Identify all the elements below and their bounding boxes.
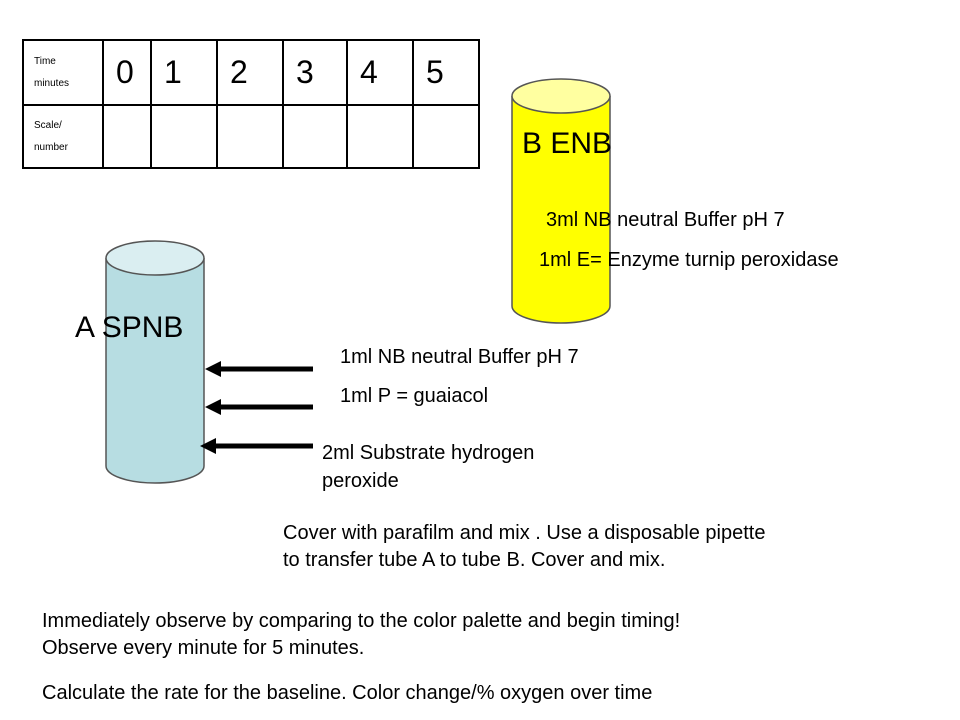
scale-cell-0	[102, 104, 152, 169]
arrow-buffer	[205, 361, 313, 377]
observation-table: Time minutes 0 1 2 3 4 5 Scale/ number	[22, 39, 480, 169]
tube-b-buffer-text: 3ml NB neutral Buffer pH 7	[546, 209, 785, 231]
mix-line-1: Cover with parafilm and mix . Use a disp…	[283, 522, 766, 544]
tube-a-label: A SPNB	[75, 311, 184, 344]
time-cell-1: 1	[150, 39, 218, 106]
tube-a-top	[105, 240, 205, 276]
observe-line-1: Immediately observe by comparing to the …	[42, 610, 681, 632]
tube-a	[105, 240, 205, 484]
tube-a-substrate-text: 2ml Substrate hydrogen	[322, 442, 535, 464]
time-label: Time	[34, 55, 56, 67]
tube-a-substrate-text-cont: peroxide	[322, 470, 399, 492]
tube-b	[511, 78, 611, 324]
mix-line-2: to transfer tube A to tube B. Cover and …	[283, 549, 666, 571]
tube-a-body	[105, 258, 205, 484]
scale-cell-2	[216, 104, 284, 169]
scale-cell-5	[412, 104, 480, 169]
tube-b-top	[511, 78, 611, 114]
scale-row: Scale/ number	[22, 104, 480, 169]
scale-cell-3	[282, 104, 348, 169]
scale-row-header: Scale/ number	[22, 104, 104, 169]
time-row-header: Time minutes	[22, 39, 104, 106]
arrow-guaiacol	[205, 399, 313, 415]
time-cell-0: 0	[102, 39, 152, 106]
mix-instructions: Cover with parafilm and mix . Use a disp…	[283, 520, 765, 574]
time-row: Time minutes 0 1 2 3 4 5	[22, 39, 480, 106]
addition-arrows	[200, 361, 313, 454]
scale-label: Scale/	[34, 119, 62, 131]
time-cell-5: 5	[412, 39, 480, 106]
arrow-substrate	[200, 438, 313, 454]
tube-a-buffer-text: 1ml NB neutral Buffer pH 7	[340, 346, 579, 368]
tube-b-label: B ENB	[522, 127, 613, 160]
calculate-instruction: Calculate the rate for the baseline. Col…	[42, 682, 653, 704]
number-label: number	[34, 141, 68, 153]
observe-line-2: Observe every minute for 5 minutes.	[42, 637, 365, 659]
tube-a-guaiacol-text: 1ml P = guaiacol	[340, 385, 489, 407]
minutes-label: minutes	[34, 77, 70, 89]
scale-cell-1	[150, 104, 218, 169]
time-cell-2: 2	[216, 39, 284, 106]
tube-b-body	[511, 96, 611, 324]
time-cell-3: 3	[282, 39, 348, 106]
time-cell-4: 4	[346, 39, 414, 106]
observe-instructions: Immediately observe by comparing to the …	[42, 608, 680, 662]
scale-cell-4	[346, 104, 414, 169]
tube-b-enzyme-text: 1ml E= Enzyme turnip peroxidase	[539, 249, 839, 271]
